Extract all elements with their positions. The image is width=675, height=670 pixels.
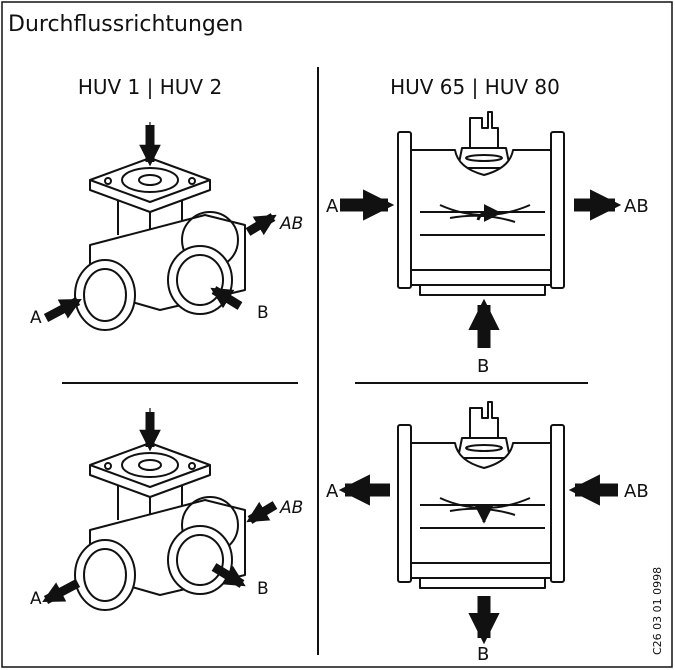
port-label-a: A [326,481,339,502]
small-valve-diverting [42,408,278,611]
port-label-a: A [326,196,339,217]
port-label-ab: AB [279,498,303,518]
right-heading: HUV 65 | HUV 80 [390,75,560,99]
small-valve-mixing [43,122,277,331]
port-label-b: B [257,579,269,599]
port-label-b: B [477,644,489,665]
image-code: C26 03 01 0998 [651,567,664,655]
port-label-b: B [477,356,489,377]
figure-title: Durchflussrichtungen [8,12,243,37]
port-label-b: B [257,303,269,323]
flanged-valve-diverting [338,401,618,645]
port-label-a: A [30,589,42,609]
left-heading: HUV 1 | HUV 2 [78,75,222,99]
port-label-ab: AB [624,196,649,217]
port-label-ab: AB [624,481,649,502]
flanged-valve-mixing [340,111,622,348]
port-label-a: A [30,308,42,328]
port-label-ab: AB [279,214,303,234]
